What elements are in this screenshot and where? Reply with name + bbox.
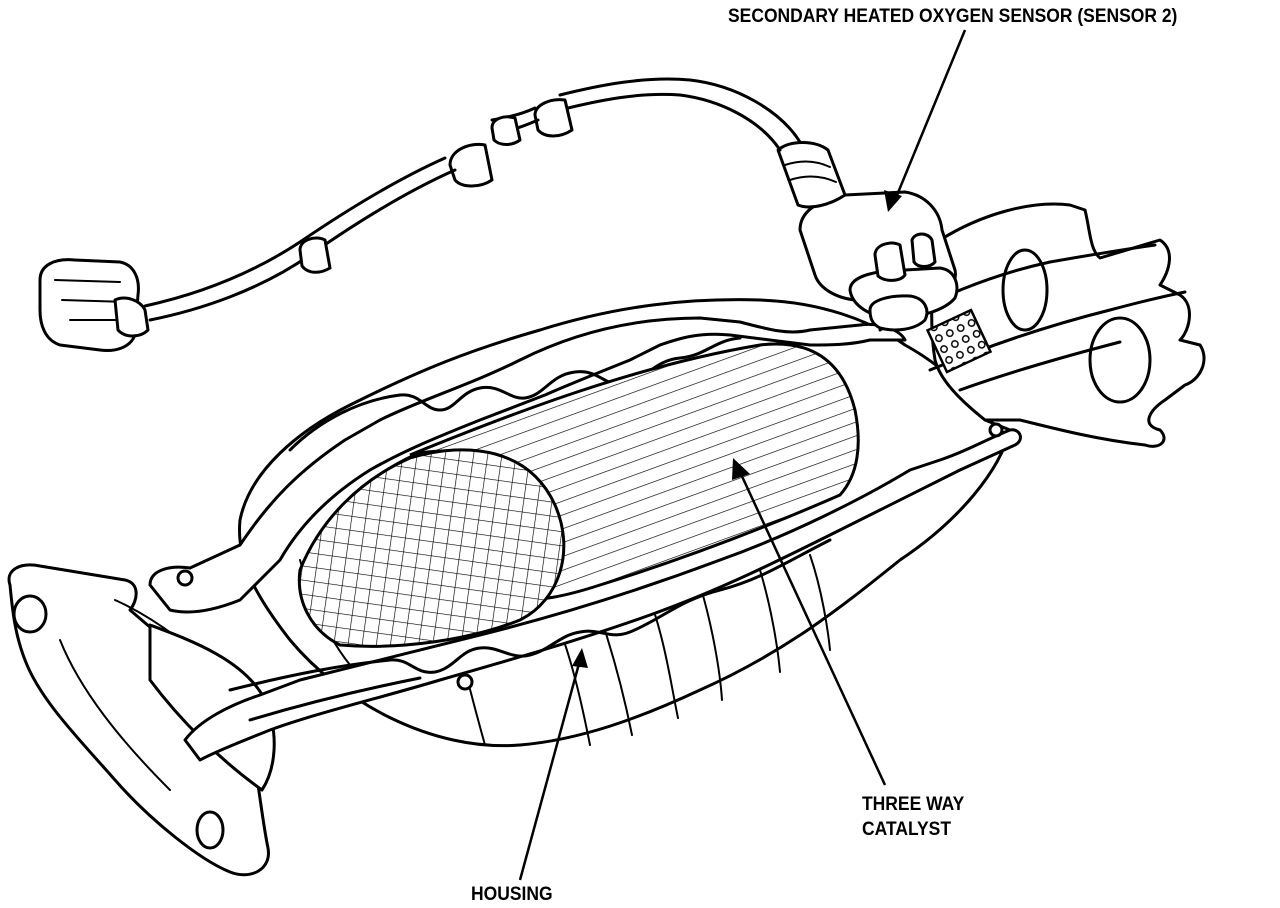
three-way-catalyst xyxy=(297,342,860,648)
leader-line-sensor xyxy=(893,29,967,201)
arrowhead-housing xyxy=(572,648,588,668)
leader-lines xyxy=(518,29,967,881)
oxygen-sensor xyxy=(776,141,993,374)
leader-line-catalyst xyxy=(738,471,887,786)
outlet-pipe xyxy=(878,202,1206,448)
leader-line-housing xyxy=(518,659,582,881)
sensor-label: SECONDARY HEATED OXYGEN SENSOR (SENSOR 2… xyxy=(728,6,1178,27)
inlet-flange xyxy=(7,563,276,877)
housing-bottom-shell xyxy=(183,422,1022,762)
arrowhead-catalyst xyxy=(732,458,750,480)
sensor-cable xyxy=(38,77,802,352)
catalyst-label-line2: CATALYST xyxy=(862,819,952,840)
catalyst-label-line1: THREE WAY xyxy=(862,794,965,815)
housing-label: HOUSING xyxy=(471,884,553,905)
arrowhead-sensor xyxy=(884,190,902,212)
catalyst-label: THREE WAY CATALYST xyxy=(862,792,964,842)
